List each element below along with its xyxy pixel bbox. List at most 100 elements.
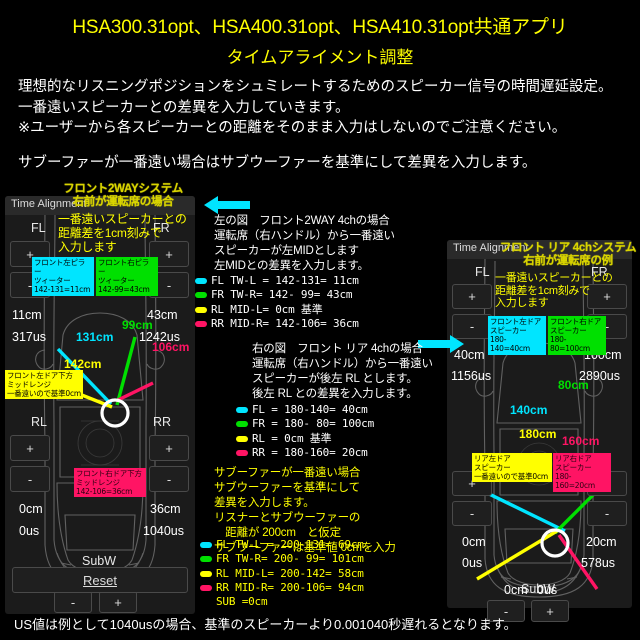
- legend-dot-cyan: [236, 407, 248, 413]
- callout-line-2: ミッドレンジ: [76, 478, 120, 488]
- list-item-text: RR = 180-160= 20cm: [252, 445, 368, 459]
- right-rl-cm-value: 0cm: [462, 535, 486, 549]
- callout-line-1: リア左ドア: [474, 454, 511, 463]
- callout-line-2: ツィーター: [98, 276, 135, 286]
- intro-line-2: 一番遠いスピーカーとの差異を入力していきます。: [18, 99, 350, 116]
- right-subw-minus-button[interactable]: -: [487, 600, 525, 622]
- mid-block-3-line-4: リスナーとサブウーファーの: [214, 511, 361, 524]
- mid-block-2-line-3: スピーカーが後左 RL とします。: [252, 372, 418, 385]
- right-subw-us-value: 0us: [537, 583, 558, 597]
- page-subtitle: タイムアライメント調整: [226, 48, 414, 67]
- callout-line-2: ツィーター: [34, 276, 71, 286]
- left-rr-us-value: 1040us: [143, 524, 185, 538]
- callout-line-2: スピーカー: [474, 463, 511, 473]
- left-subw-minus-button[interactable]: -: [54, 591, 92, 613]
- left-distance-label-pink: 106cm: [152, 340, 190, 354]
- right-rr-cm-value: 20cm: [586, 535, 617, 549]
- right-anno-line-2: 右前が運転席の例: [523, 254, 613, 267]
- left-note-line-2: 距離差を1cm刻みで: [58, 225, 162, 240]
- callout-line-1: フロント左ドア: [490, 317, 542, 326]
- list-item-text: RL = 0cm 基準: [252, 431, 332, 445]
- right-distance-label-yellow: 180cm: [519, 427, 557, 441]
- list-item-text: FR TW-R= 200- 99= 101cm: [216, 552, 364, 566]
- right-arrow-icon: [418, 335, 464, 353]
- list-item-text: RR MID-R= 200-106= 94cm: [216, 580, 364, 594]
- left-channel-label-rl: RL: [31, 415, 47, 429]
- right-distance-label-pink: 160cm: [562, 434, 600, 448]
- right-fl-cm-value: 40cm: [454, 348, 485, 362]
- left-fl-us-value: 317us: [12, 330, 47, 344]
- mid-block-3-line-5: 距離が 200cm と仮定: [214, 526, 341, 539]
- list-item-text: FL TW-L = 142-131= 11cm: [211, 274, 359, 287]
- right-rl-minus-button[interactable]: -: [452, 501, 492, 526]
- left-distance-label-green: 99cm: [122, 318, 153, 332]
- page-title: HSA300.31opt、HSA400.31opt、HSA410.31opt共通…: [72, 17, 568, 38]
- left-callout-front-right-pillar-tweeter: フロント右ピラー ツィーター 142-99=43cm: [96, 257, 158, 296]
- left-fr-plus-button[interactable]: +: [149, 241, 189, 267]
- list-item: FR TW-R= 200- 99= 101cm: [200, 552, 430, 566]
- mid-block-2-line-2: 運転席（右ハンドル）から一番遠い: [252, 357, 433, 370]
- list-item-text: RR MID-R= 142-106= 36cm: [211, 316, 359, 330]
- list-item: FR = 180- 80= 100cm: [236, 417, 456, 431]
- callout-line-1: フロント右ドア: [550, 317, 602, 326]
- left-anno-line-2: 右前が運転席の場合: [72, 195, 174, 208]
- callout-line-1: フロント左ピラー: [34, 258, 86, 277]
- right-distance-label-cyan: 140cm: [510, 403, 548, 417]
- left-callout-front-right-door-mid: フロント右ドア下方 ミッドレンジ 142-106=36cm: [74, 468, 146, 498]
- right-channel-label-fl: FL: [475, 265, 490, 279]
- legend-dot-green: [200, 556, 212, 563]
- right-rr-minus-button[interactable]: -: [587, 501, 627, 526]
- right-panel-app-title: Time Alignment: [453, 242, 529, 254]
- legend-dot-yellow: [195, 306, 207, 313]
- list-item: FR TW-R= 142- 99= 43cm: [195, 288, 415, 302]
- left-rl-minus-button[interactable]: -: [10, 466, 50, 492]
- middle-block-1: 左の図 フロント2WAY 4chの場合 運転席（右ハンドル）から一番遠い スピー…: [214, 214, 424, 274]
- list-item: RL MID-L= 0cm 基準: [195, 303, 415, 317]
- left-rr-plus-button[interactable]: +: [149, 435, 189, 461]
- right-panel-annotation: フロント リア 4chシステム 右前が運転席の例: [498, 242, 638, 268]
- intro-line-4: サブーファーが一番遠い場合はサブウーファーを基準にして差異を入力します。: [18, 154, 537, 171]
- right-fr-plus-button[interactable]: +: [587, 284, 627, 309]
- mid-block-3-line-3: 差異を入力します。: [214, 496, 315, 509]
- legend-dot-yellow: [200, 570, 212, 577]
- list-item: RR MID-R= 142-106= 36cm: [195, 317, 415, 331]
- left-panel-note: 一番遠いスピーカーとの 距離差を1cm刻みで 入力します: [58, 212, 198, 254]
- callout-line-1: リア右ドア: [555, 454, 592, 463]
- right-subw-cm-value: 0cm: [504, 583, 528, 597]
- right-note-line-2: 距離差を1cm刻みで: [495, 284, 590, 297]
- middle-list-2: FL = 180-140= 40cm FR = 180- 80= 100cm R…: [236, 403, 456, 460]
- left-callout-front-left-door-mid: フロント左ドア下方 ミッドレンジ 一番遠いので基準0cm: [5, 370, 83, 400]
- left-distance-label-yellow: 142cm: [64, 357, 102, 371]
- intro-line-3: ※ユーザーから各スピーカーとの距離をそのまま入力はしないのでご注意ください。: [18, 120, 567, 137]
- middle-list-3: FL TW-L = 200-131= 69cm FR TW-R= 200- 99…: [200, 538, 430, 609]
- footer-note: US値は例として1040usの場合、基準のスピーカーより0.001040秒遅れる…: [14, 617, 517, 632]
- list-item: FL = 180-140= 40cm: [236, 403, 456, 417]
- callout-line-3: 一番遠いので基準0cm: [7, 389, 82, 399]
- list-item-text: RL MID-L= 200-142= 58cm: [216, 566, 364, 580]
- left-subw-plus-button[interactable]: +: [99, 591, 137, 613]
- mid-block-1-line-1: 左の図 フロント2WAY 4chの場合: [214, 215, 390, 227]
- left-reset-button[interactable]: Reset: [12, 567, 188, 593]
- mid-block-1-line-4: 左MIDとの差異を入力します。: [214, 259, 369, 272]
- legend-dot-cyan: [195, 278, 207, 284]
- right-note-line-3: 入力します: [495, 297, 549, 310]
- legend-dot-green: [236, 421, 248, 428]
- left-panel-app-title: Time Alignment: [11, 198, 87, 210]
- right-callout-front-right-door-speaker: フロント右ドア スピーカー 180-80=100cm: [548, 316, 606, 355]
- right-subw-label: SubW: [521, 582, 556, 596]
- callout-line-3: 142-106=36cm: [76, 487, 133, 497]
- mid-block-3-line-2: サブウーファーを基準にして: [214, 481, 360, 494]
- mid-block-2-line-4: 後左 RL との差異を入力します。: [252, 387, 418, 400]
- right-note-line-1: 一番遠いスピーカーとの: [495, 272, 613, 284]
- mid-block-1-line-3: スピーカーが左MIDとします: [214, 244, 359, 257]
- middle-block-2: 右の図 フロント リア 4chの場合 運転席（右ハンドル）から一番遠い スピーカ…: [252, 342, 472, 402]
- list-item-text: FR = 180- 80= 100cm: [252, 417, 375, 431]
- right-fl-plus-button[interactable]: +: [452, 284, 492, 309]
- left-rl-plus-button[interactable]: +: [10, 435, 50, 461]
- right-subw-plus-button[interactable]: +: [531, 600, 569, 622]
- right-callout-front-left-door-speaker: フロント左ドア スピーカー 180-140=40cm: [488, 316, 546, 355]
- callout-line-1: フロント右ピラー: [98, 258, 150, 277]
- left-subw-label: SubW: [82, 554, 117, 568]
- left-rr-minus-button[interactable]: -: [149, 466, 189, 492]
